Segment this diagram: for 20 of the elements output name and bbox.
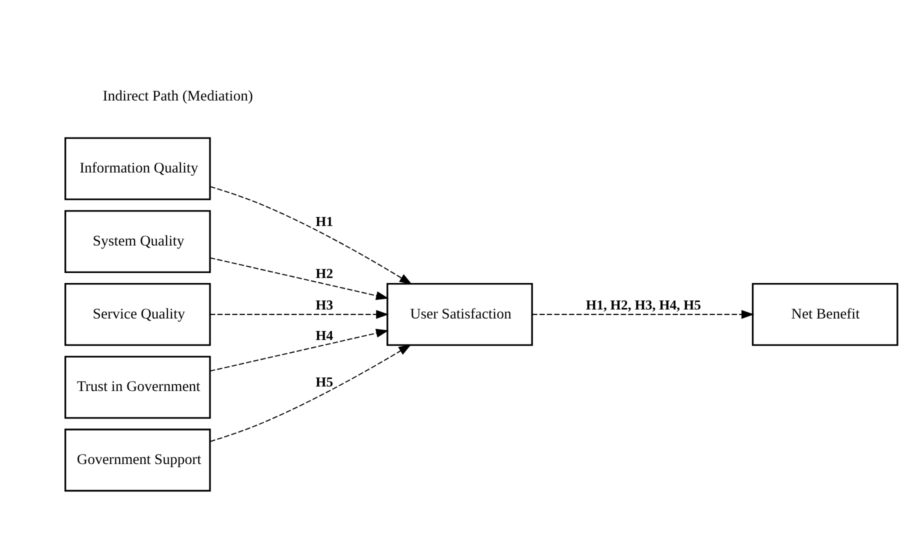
node-box: Government Support bbox=[64, 428, 210, 492]
node-box: Net Benefit bbox=[751, 282, 898, 346]
node-box: System Quality bbox=[64, 210, 210, 274]
edge-label: H1, H2, H3, H4, H5 bbox=[585, 298, 701, 313]
arrow bbox=[210, 186, 412, 285]
arrow bbox=[532, 310, 754, 319]
edge-label: H4 bbox=[315, 328, 333, 344]
arrow bbox=[210, 257, 388, 300]
arrow bbox=[210, 344, 411, 442]
arrow bbox=[210, 310, 388, 319]
node-box: Service Quality bbox=[64, 282, 210, 346]
edge-label: H3 bbox=[315, 298, 333, 313]
node-box: User Satisfaction bbox=[386, 282, 532, 346]
legend-label: Indirect Path (Mediation) bbox=[102, 88, 252, 104]
node-box: Trust in Government bbox=[64, 356, 210, 419]
edge-label: H5 bbox=[315, 374, 333, 390]
arrow bbox=[210, 328, 388, 372]
edge-label: H1 bbox=[315, 214, 333, 230]
edge-label: H2 bbox=[315, 266, 333, 281]
node-box: Information Quality bbox=[64, 137, 210, 200]
